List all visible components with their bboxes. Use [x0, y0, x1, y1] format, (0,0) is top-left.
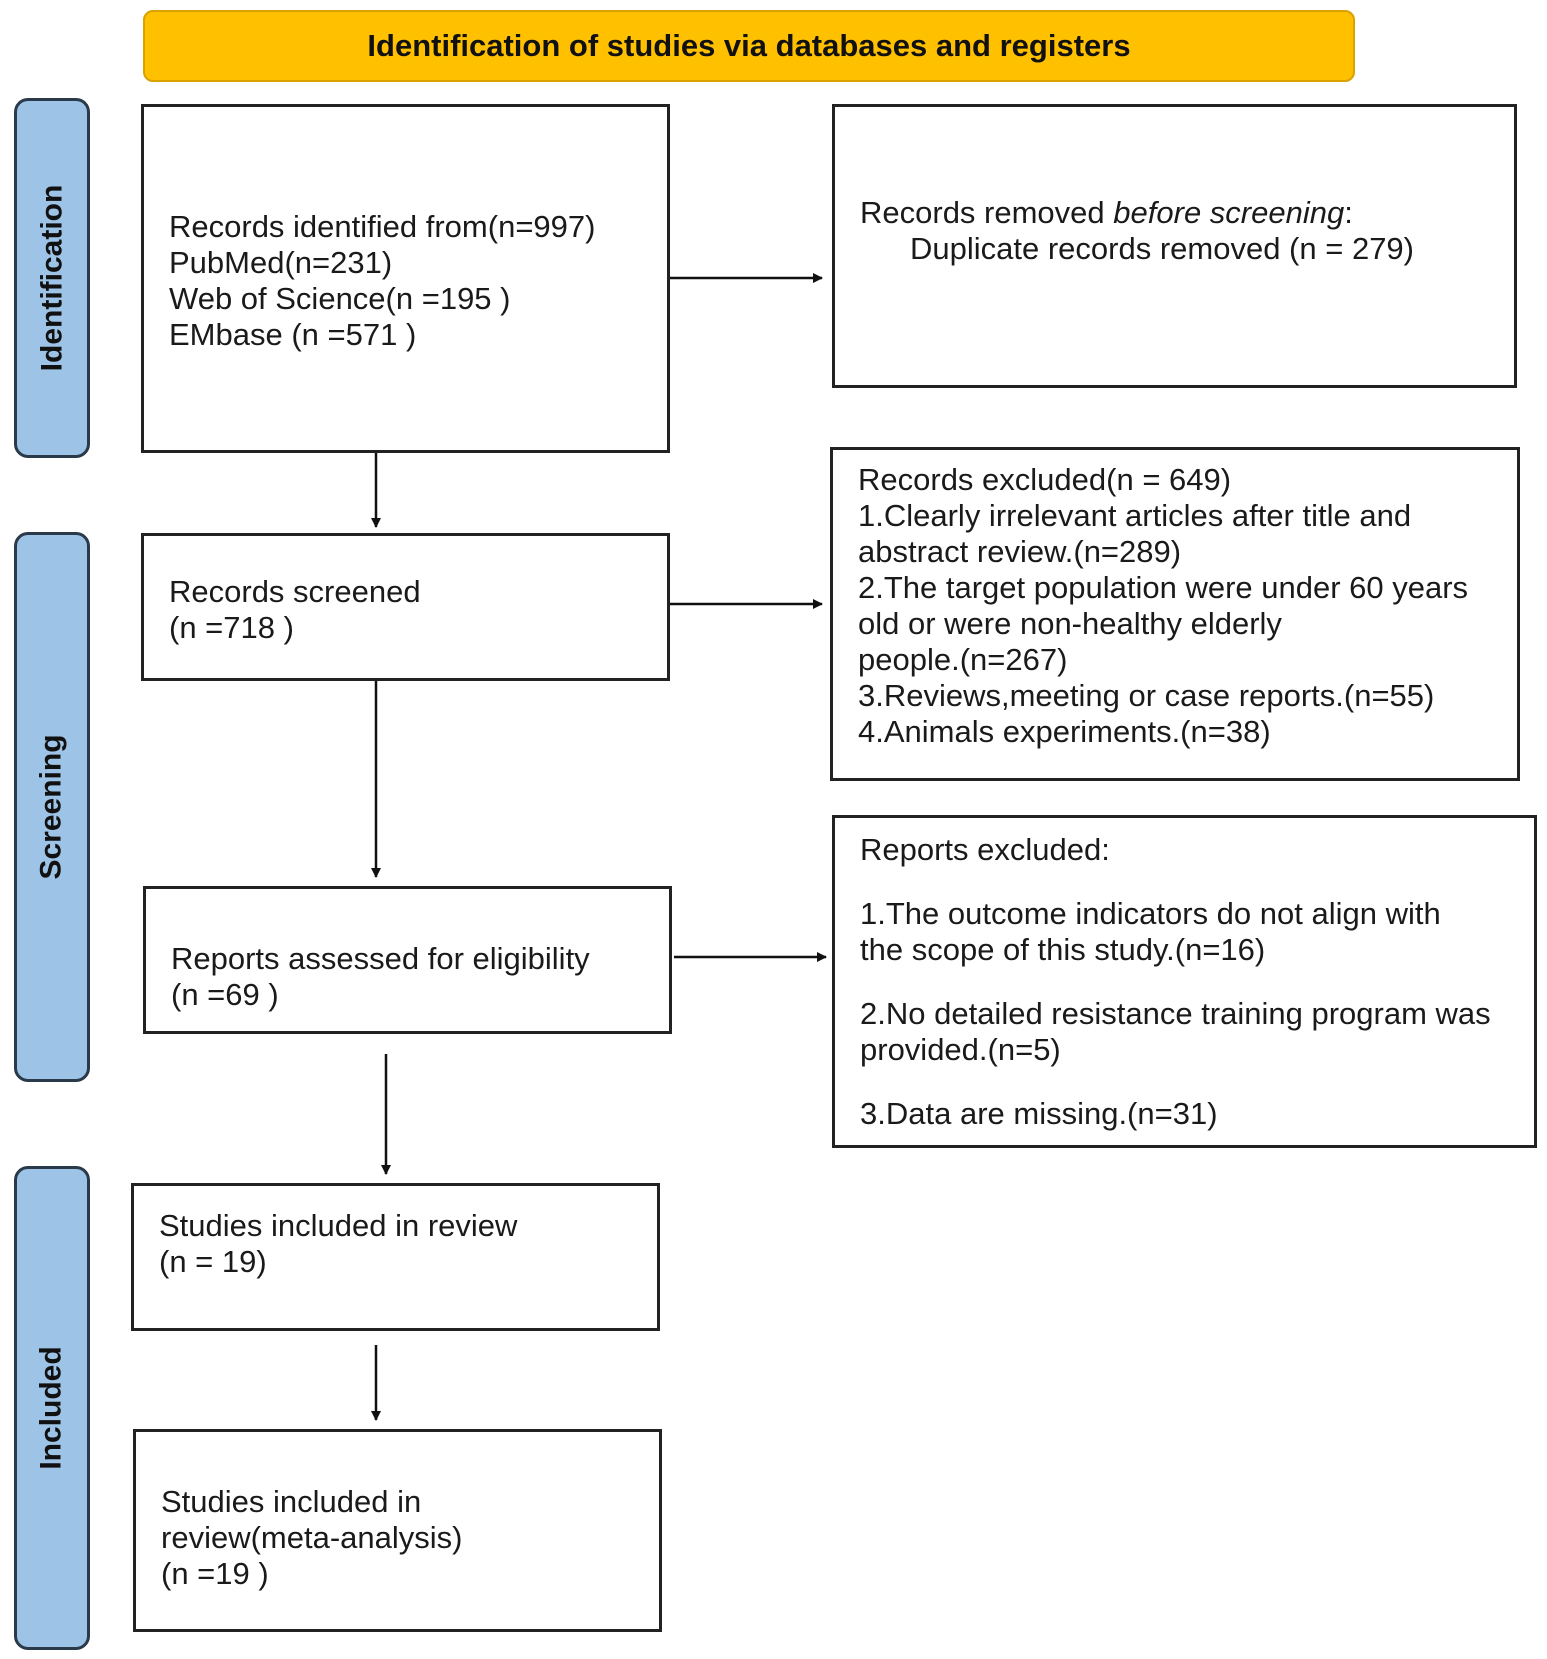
- reports-excluded-line: 3.Data are missing.(n=31): [860, 1096, 1218, 1131]
- records-identified-box: Records identified from(n=997) PubMed(n=…: [141, 104, 670, 453]
- phase-screening: Screening: [14, 532, 90, 1082]
- header-title: Identification of studies via databases …: [367, 28, 1131, 63]
- records-excluded-line: Records excluded(n = 649): [858, 462, 1232, 497]
- studies-meta-box: Studies included in review(meta-analysis…: [133, 1429, 662, 1632]
- studies-included-box: Studies included in review (n = 19): [131, 1183, 660, 1331]
- reports-excluded-line: provided.(n=5): [860, 1032, 1061, 1067]
- studies-included-line: Studies included in review: [159, 1208, 518, 1243]
- studies-meta-line: (n =19 ): [161, 1556, 269, 1591]
- reports-excluded-line: the scope of this study.(n=16): [860, 932, 1266, 967]
- records-screened-line: Records screened: [169, 574, 421, 609]
- studies-meta-line: Studies included in: [161, 1484, 422, 1519]
- studies-included-line: (n = 19): [159, 1244, 267, 1279]
- records-excluded-line: 2.The target population were under 60 ye…: [858, 570, 1469, 605]
- records-identified-line: Records identified from(n=997): [169, 209, 596, 244]
- records-identified-line: Web of Science(n =195 ): [169, 281, 511, 316]
- records-removed-box: Records removed before screening: Duplic…: [832, 104, 1517, 388]
- records-screened-box: Records screened (n =718 ): [141, 533, 670, 681]
- phase-identification: Identification: [14, 98, 90, 458]
- phase-included: Included: [14, 1166, 90, 1650]
- records-excluded-line: 4.Animals experiments.(n=38): [858, 714, 1271, 749]
- records-excluded-line: 1.Clearly irrelevant articles after titl…: [858, 498, 1412, 533]
- records-excluded-box: Records excluded(n = 649) 1.Clearly irre…: [830, 447, 1520, 781]
- records-excluded-line: people.(n=267): [858, 642, 1068, 677]
- reports-assessed-box: Reports assessed for eligibility (n =69 …: [143, 886, 672, 1034]
- header-banner: Identification of studies via databases …: [143, 10, 1355, 82]
- reports-excluded-line: 2.No detailed resistance training progra…: [860, 996, 1491, 1031]
- reports-excluded-title: Reports excluded:: [860, 832, 1110, 867]
- reports-excluded-box: Reports excluded: 1.The outcome indicato…: [832, 815, 1537, 1148]
- records-screened-line: (n =718 ): [169, 610, 294, 645]
- reports-assessed-line: Reports assessed for eligibility: [171, 941, 590, 976]
- studies-meta-line: review(meta-analysis): [161, 1520, 463, 1555]
- records-excluded-line: old or were non-healthy elderly: [858, 606, 1282, 641]
- records-excluded-line: 3.Reviews,meeting or case reports.(n=55): [858, 678, 1435, 713]
- reports-assessed-line: (n =69 ): [171, 977, 279, 1012]
- records-identified-line: EMbase (n =571 ): [169, 317, 417, 352]
- reports-excluded-line: 1.The outcome indicators do not align wi…: [860, 896, 1441, 931]
- records-excluded-line: abstract review.(n=289): [858, 534, 1182, 569]
- duplicate-records-line: Duplicate records removed (n = 279): [910, 231, 1414, 266]
- records-removed-heading: Records removed before screening:: [860, 195, 1353, 230]
- records-identified-line: PubMed(n=231): [169, 245, 393, 280]
